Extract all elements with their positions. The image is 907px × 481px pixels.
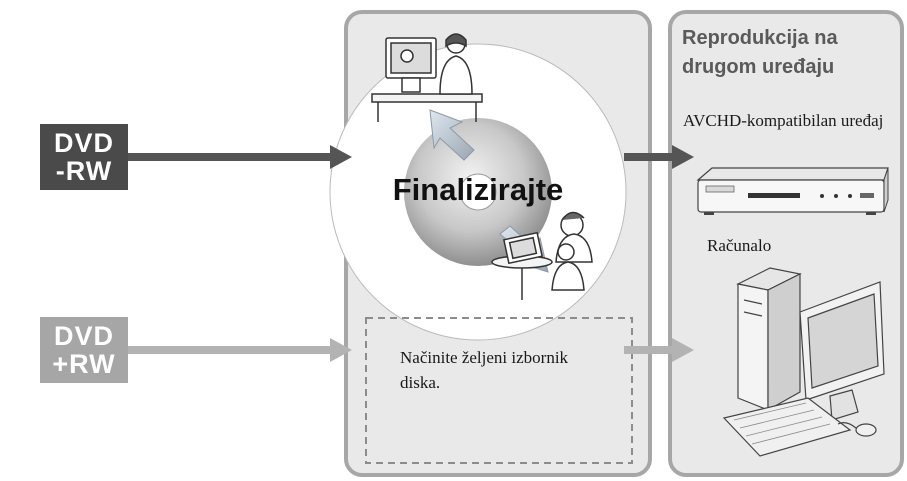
dvd-rw-badge: DVD -RW [40,124,128,190]
disc-player-icon [696,167,889,215]
dvd-plus-rw-badge: DVD +RW [40,317,128,383]
menu-note: Načinite željeni izbornik diska. [400,348,569,392]
device-computer-label: Računalo [707,236,772,255]
finalize-label: Finalizirajte [392,172,564,207]
dvd-rw-arrow [128,145,352,169]
dvd-plus-rw-line1: DVD [53,321,114,351]
playback-arrow-light [624,338,694,362]
dvd-plus-rw-line2: +RW [52,349,116,379]
device-player-label: AVCHD-kompatibilan uređaj [683,111,884,130]
dvd-plus-rw-arrow [128,338,352,362]
dvd-rw-line1: DVD [53,128,114,158]
menu-box [365,317,633,464]
playback-arrow-dark [624,145,694,169]
right-panel-title: Reprodukcija na drugom uređaju [682,27,838,78]
laptop-users-illustration [491,211,593,300]
dvd-rw-line2: -RW [55,156,113,186]
arrow-to-tv-icon [429,109,475,161]
disc-hole [459,173,497,211]
computer-icon [722,267,885,457]
tv-viewer-illustration [371,33,483,122]
